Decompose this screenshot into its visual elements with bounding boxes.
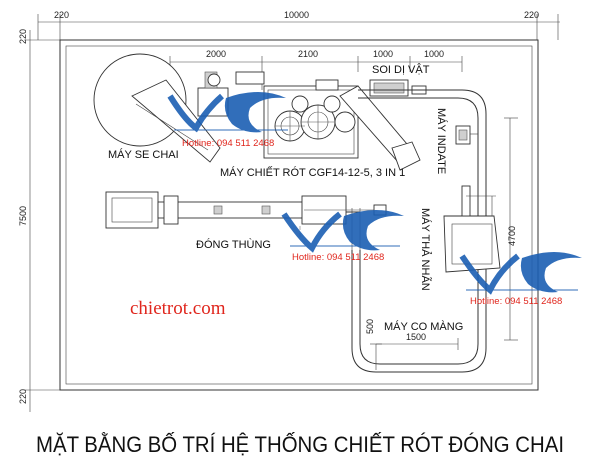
shrink-tunnel-dims: 500 1500 bbox=[365, 319, 459, 370]
label-may-co-mang: MÁY CO MÀNG bbox=[384, 320, 463, 333]
room-walls bbox=[59, 39, 539, 391]
right-dimension: 4700 bbox=[504, 117, 518, 341]
left-dimension: 220 7500 220 bbox=[18, 29, 60, 412]
dim-left-bottom: 220 bbox=[18, 389, 28, 404]
hotline-watermark-1: Hotline: 094 511 2468 bbox=[182, 138, 274, 149]
dim-seg-1000-a: 1000 bbox=[373, 49, 393, 59]
filling-machine bbox=[235, 71, 421, 171]
label-may-tha-nhan: MÁY THẢ NHÃN bbox=[419, 208, 432, 291]
dim-left-top: 220 bbox=[18, 29, 28, 44]
dim-seg-2100: 2100 bbox=[298, 49, 318, 59]
bottle-unscrambler bbox=[93, 53, 229, 163]
dim-top-total: 10000 bbox=[284, 10, 309, 20]
brand-link[interactable]: chietrot.com bbox=[130, 298, 226, 319]
label-may-chiet-rot: MÁY CHIẾT RÓT CGF14-12-5, 3 IN 1 bbox=[220, 166, 405, 179]
date-coder bbox=[455, 125, 478, 145]
case-packer bbox=[105, 191, 387, 240]
dim-top-right: 220 bbox=[524, 10, 539, 20]
inspection-station bbox=[369, 79, 427, 97]
label-may-se-chai: MÁY SE CHAI bbox=[108, 148, 179, 161]
logo-watermark-2 bbox=[281, 210, 404, 253]
hotline-watermark-2: Hotline: 094 511 2468 bbox=[292, 252, 384, 263]
page-title: MẶT BẰNG BỐ TRÍ HỆ THỐNG CHIẾT RÓT ĐÓNG … bbox=[36, 431, 564, 457]
logo-watermark-1 bbox=[167, 92, 288, 133]
dim-right-4700: 4700 bbox=[507, 226, 517, 246]
dim-seg-2000: 2000 bbox=[206, 49, 226, 59]
dim-bottom-500: 500 bbox=[365, 319, 375, 334]
top-dimension: 220 10000 220 bbox=[37, 10, 560, 40]
hotline-watermark-3: Hotline: 094 511 2468 bbox=[470, 296, 562, 307]
dim-seg-1000-b: 1000 bbox=[424, 49, 444, 59]
label-soi-di-vat: SOI DỊ VẬT bbox=[372, 63, 430, 76]
label-dong-thung: ĐÓNG THÙNG bbox=[196, 238, 271, 251]
dim-bottom-1500: 1500 bbox=[406, 332, 426, 342]
label-may-indate: MÁY INDATE bbox=[435, 108, 448, 174]
label-sleever bbox=[443, 185, 501, 273]
dim-top-left: 220 bbox=[54, 10, 69, 20]
dim-left-height: 7500 bbox=[18, 206, 28, 226]
logo-watermark-3 bbox=[459, 252, 582, 295]
